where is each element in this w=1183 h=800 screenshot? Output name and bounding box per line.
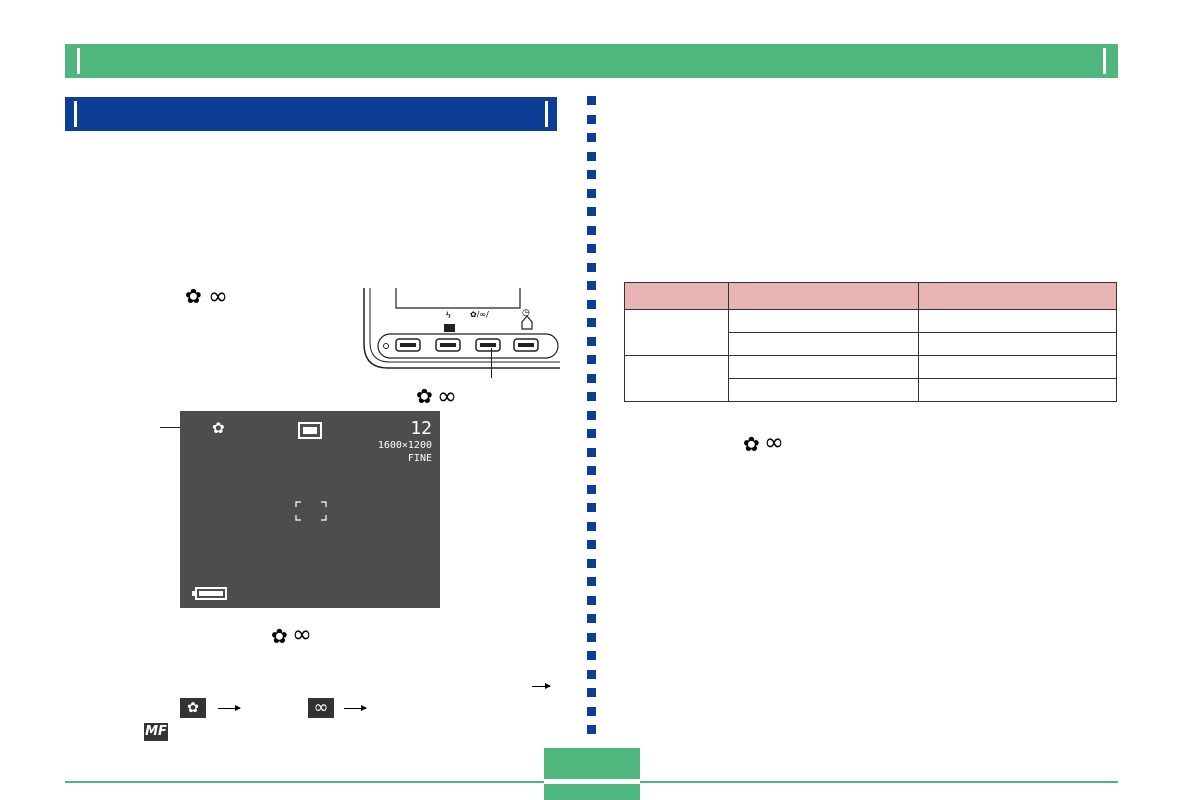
table-cell xyxy=(728,355,919,379)
camera-panel-drawing xyxy=(363,288,560,369)
cycle-arrow-3 xyxy=(344,705,367,711)
lcd-image-mode-icon xyxy=(298,422,322,439)
divider-square xyxy=(587,355,596,364)
cycle-arrow-2 xyxy=(218,705,241,711)
table-row xyxy=(625,332,1117,356)
camera-button-panel: ϟ ✿/∞/ ◷ xyxy=(360,288,560,380)
flash-icon: ϟ xyxy=(446,310,451,320)
macro-icon-caption: ✿ xyxy=(271,624,288,648)
infinity-icon-callout: ∞ xyxy=(437,382,457,410)
table-cell xyxy=(918,355,1117,379)
focus-mode-label: ✿/∞/ xyxy=(470,310,489,319)
table-cell xyxy=(918,332,1117,356)
page-number-tab xyxy=(544,748,640,800)
divider-square xyxy=(587,448,596,457)
table-cell xyxy=(624,355,729,402)
banner-notch-left xyxy=(77,48,80,74)
divider-square xyxy=(587,244,596,253)
divider-square xyxy=(587,263,596,272)
lcd-focus-frame xyxy=(295,501,327,521)
divider-square xyxy=(587,670,596,679)
macro-icon: ✿ xyxy=(185,284,202,308)
lcd-battery-icon xyxy=(192,587,227,600)
divider-square xyxy=(587,170,596,179)
divider-square xyxy=(587,133,596,142)
table-header-row xyxy=(624,282,1117,310)
focus-button-callout xyxy=(491,348,492,378)
page-tab-divider xyxy=(544,779,640,784)
macro-icon-callout: ✿ xyxy=(416,384,433,408)
divider-square xyxy=(587,96,596,105)
divider-square xyxy=(587,540,596,549)
divider-square xyxy=(587,522,596,531)
divider-square xyxy=(587,688,596,697)
table-cell xyxy=(918,378,1117,402)
divider-square xyxy=(587,281,596,290)
divider-square xyxy=(587,300,596,309)
table-row xyxy=(625,378,1117,402)
divider-square xyxy=(587,651,596,660)
table-cell xyxy=(728,332,919,356)
divider-square xyxy=(587,614,596,623)
section-title-bar xyxy=(65,97,557,131)
divider-square xyxy=(587,725,596,734)
divider-square xyxy=(587,503,596,512)
table-header-cell xyxy=(624,282,729,310)
infinity-icon-caption: ∞ xyxy=(292,620,312,648)
divider-square xyxy=(587,392,596,401)
table-row xyxy=(624,309,1117,356)
table-cell xyxy=(918,309,1117,333)
lcd-shots-remaining: 12 xyxy=(410,418,432,439)
table-cell xyxy=(728,378,919,402)
divider-square xyxy=(587,707,596,716)
divider-square xyxy=(587,596,596,605)
focus-range-table xyxy=(624,282,1117,402)
lcd-monitor: ✿ 12 1600×1200 FINE xyxy=(180,411,440,608)
divider-square xyxy=(587,633,596,642)
divider-square xyxy=(587,207,596,216)
lcd-macro-icon: ✿ xyxy=(212,419,225,437)
manual-focus-mode-box: MF xyxy=(144,723,168,741)
divider-square xyxy=(587,577,596,586)
divider-square xyxy=(587,374,596,383)
table-header-cell xyxy=(728,282,919,310)
table-row xyxy=(624,355,1117,402)
section-bar-notch-right xyxy=(545,101,548,127)
divider-square xyxy=(587,485,596,494)
divider-square xyxy=(587,411,596,420)
divider-square xyxy=(587,152,596,161)
divider-square xyxy=(587,318,596,327)
banner-notch-right xyxy=(1103,48,1106,74)
macro-icon-right: ✿ xyxy=(743,432,760,456)
divider-square xyxy=(587,337,596,346)
table-header-cell xyxy=(918,282,1117,310)
table-cell xyxy=(728,309,919,333)
top-banner xyxy=(65,44,1118,78)
lcd-quality: FINE xyxy=(407,453,432,464)
section-bar-notch-left xyxy=(74,101,77,127)
macro-mode-box: ✿ xyxy=(180,698,206,718)
divider-square xyxy=(587,466,596,475)
divider-square xyxy=(587,115,596,124)
infinity-mode-box: ∞ xyxy=(308,698,334,718)
divider-square xyxy=(587,559,596,568)
divider-square xyxy=(587,429,596,438)
divider-square xyxy=(587,189,596,198)
divider-square xyxy=(587,226,596,235)
infinity-icon: ∞ xyxy=(208,282,228,310)
self-timer-icon: ◷ xyxy=(522,308,530,318)
lcd-resolution: 1600×1200 xyxy=(377,440,432,451)
table-cell xyxy=(624,309,729,356)
infinity-icon-right: ∞ xyxy=(764,428,784,456)
cycle-arrow-1 xyxy=(532,683,551,689)
